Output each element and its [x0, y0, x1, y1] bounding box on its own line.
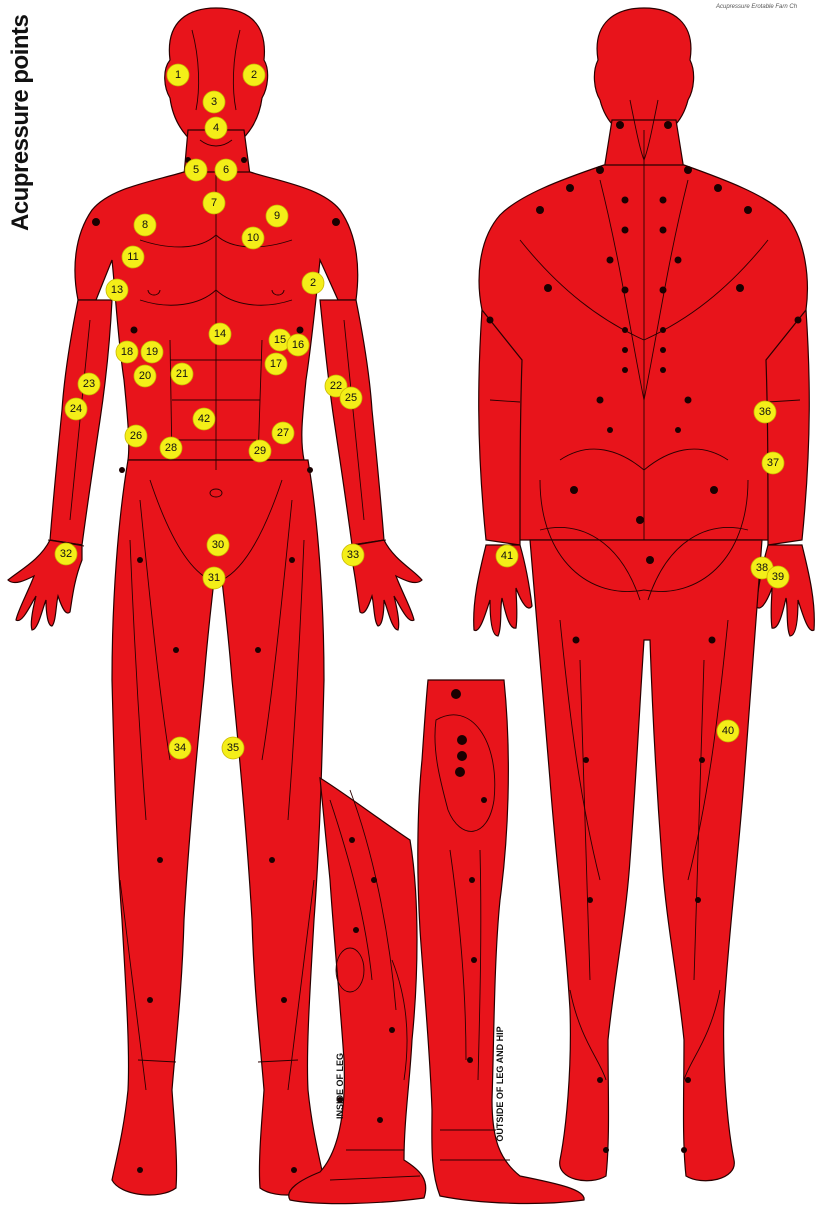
acupoint-number: 11: [127, 251, 138, 263]
acupoint-29-marker[interactable]: 29: [249, 440, 271, 462]
acupoint-number: 25: [345, 392, 357, 404]
acupoint-39-marker[interactable]: 39: [767, 566, 789, 588]
acupoint-number: 9: [274, 210, 280, 222]
acupoint-number: 26: [130, 430, 142, 442]
acupoint-35-marker[interactable]: 35: [222, 737, 244, 759]
acupoint-number: 16: [292, 339, 304, 351]
acupoint-14-marker[interactable]: 14: [209, 323, 231, 345]
acupoint-27-marker[interactable]: 27: [272, 422, 294, 444]
acupoint-number: 22: [330, 380, 342, 392]
acupoint-number: 2: [251, 69, 257, 81]
acupoint-number: 30: [212, 539, 224, 551]
acupoint-number: 10: [247, 232, 259, 244]
acupoint-number: 3: [211, 96, 217, 108]
acupoint-37-marker[interactable]: 37: [762, 452, 784, 474]
acupoint-number: 21: [176, 368, 188, 380]
acupoint-11-marker[interactable]: 11: [122, 246, 144, 268]
acupoint-17-marker[interactable]: 17: [265, 353, 287, 375]
acupoint-number: 5: [193, 164, 199, 176]
acupoint-number: 40: [722, 725, 734, 737]
acupoint-number: 20: [139, 370, 151, 382]
acupoint-number: 35: [227, 742, 239, 754]
acupoint-28-marker[interactable]: 28: [160, 437, 182, 459]
acupoint-41-marker[interactable]: 41: [496, 545, 518, 567]
acupoint-42-marker[interactable]: 42: [193, 408, 215, 430]
acupoint-6-marker[interactable]: 6: [215, 159, 237, 181]
acupoint-2-marker[interactable]: 2: [302, 272, 324, 294]
acupoint-number: 38: [756, 562, 768, 574]
acupoint-34-marker[interactable]: 34: [169, 737, 191, 759]
acupoint-20-marker[interactable]: 20: [134, 365, 156, 387]
acupoint-number: 18: [121, 346, 133, 358]
acupoint-number: 29: [254, 445, 266, 457]
acupoint-number: 27: [277, 427, 289, 439]
acupoint-4-marker[interactable]: 4: [205, 117, 227, 139]
acupoint-31-marker[interactable]: 31: [203, 567, 225, 589]
acupoint-number: 36: [759, 406, 771, 418]
acupoint-5-marker[interactable]: 5: [185, 159, 207, 181]
acupoint-number: 42: [198, 413, 210, 425]
acupoint-number: 8: [142, 219, 148, 231]
acupoint-8-marker[interactable]: 8: [134, 214, 156, 236]
acupoint-26-marker[interactable]: 26: [125, 425, 147, 447]
chart-title: Acupressure points: [7, 11, 37, 231]
acupoint-number: 41: [501, 550, 513, 562]
acupoint-40-marker[interactable]: 40: [717, 720, 739, 742]
acupoint-number: 4: [213, 122, 219, 134]
acupoint-2-marker[interactable]: 2: [243, 64, 265, 86]
acupoint-number: 33: [347, 549, 359, 561]
acupoint-number: 13: [111, 284, 123, 296]
acupoint-10-marker[interactable]: 10: [242, 227, 264, 249]
acupoint-number: 7: [211, 197, 217, 209]
acupoint-36-marker[interactable]: 36: [754, 401, 776, 423]
acupoint-number: 34: [174, 742, 186, 754]
acupoint-number: 32: [60, 548, 72, 560]
acupoint-number: 17: [270, 358, 282, 370]
acupoint-13-marker[interactable]: 13: [106, 279, 128, 301]
acupoint-number: 23: [83, 378, 95, 390]
acupoint-21-marker[interactable]: 21: [171, 363, 193, 385]
acupoint-23-marker[interactable]: 23: [78, 373, 100, 395]
acupoint-16-marker[interactable]: 16: [287, 334, 309, 356]
acupoint-30-marker[interactable]: 30: [207, 534, 229, 556]
acupoint-number: 39: [772, 571, 784, 583]
acupoint-9-marker[interactable]: 9: [266, 205, 288, 227]
acupoint-25-marker[interactable]: 25: [340, 387, 362, 409]
acupoint-number: 6: [223, 164, 229, 176]
acupoint-number: 19: [146, 346, 158, 358]
acupoint-32-marker[interactable]: 32: [55, 543, 77, 565]
acupoint-7-marker[interactable]: 7: [203, 192, 225, 214]
acupoint-number: 1: [175, 69, 181, 81]
acupoint-3-marker[interactable]: 3: [203, 91, 225, 113]
acupoint-number: 2: [310, 277, 316, 289]
acupoint-18-marker[interactable]: 18: [116, 341, 138, 363]
acupoint-number: 24: [70, 403, 82, 415]
acupoint-number: 14: [214, 328, 226, 340]
outside-leg-label: OUTSIDE OF LEG AND HIP: [495, 1019, 507, 1149]
acupoint-24-marker[interactable]: 24: [65, 398, 87, 420]
acupoint-number: 15: [274, 334, 286, 346]
acupoint-number: 28: [165, 442, 177, 454]
acupoint-19-marker[interactable]: 19: [141, 341, 163, 363]
chart-credit: Acupressure Erotable Farn Ch: [716, 4, 797, 10]
acupoint-number: 31: [208, 572, 220, 584]
acupoint-1-marker[interactable]: 1: [167, 64, 189, 86]
inside-leg-label: INSIDE OF LEG: [335, 1041, 347, 1131]
acupoint-number: 37: [767, 457, 779, 469]
acupoint-33-marker[interactable]: 33: [342, 544, 364, 566]
